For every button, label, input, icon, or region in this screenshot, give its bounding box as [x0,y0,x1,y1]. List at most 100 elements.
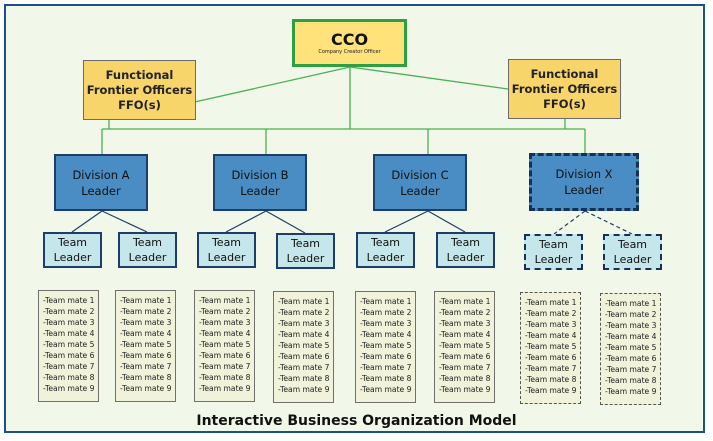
team-leader-label-2: Leader [207,251,246,264]
team-mate-item: -Team mate 4 [525,331,577,340]
division-x-name: Division X [555,167,613,181]
division-a-role: Leader [81,183,121,198]
team-mate-item: -Team mate 3 [199,318,251,327]
team-leader-x2[interactable]: Team Leader [603,234,662,270]
team-mate-item: -Team mate 9 [120,384,172,393]
team-leader-c1[interactable]: Team Leader [356,232,415,268]
team-mate-item: -Team mate 8 [43,373,95,382]
team-mate-item: -Team mate 7 [199,362,251,371]
team-leader-b2[interactable]: Team Leader [276,233,335,269]
ffo-box-right[interactable]: Functional Frontier Officers FFO(s) [508,59,621,119]
division-c-box[interactable]: Division C Leader [373,154,467,211]
team-mate-item: -Team mate 2 [199,307,251,316]
team-mate-item: -Team mate 3 [525,320,577,329]
diagram-caption: Interactive Business Organization Model [196,413,517,429]
division-a-to-leader-2-line [101,210,148,233]
team-mate-item: -Team mate 6 [120,351,172,360]
team-mate-item: -Team mate 6 [360,352,412,361]
team-leader-label-1: Team [450,236,481,249]
team-leader-a1[interactable]: Team Leader [43,232,102,268]
team-mate-item: -Team mate 3 [360,319,412,328]
team-leader-label-2: Leader [128,251,167,264]
team-mate-item: -Team mate 3 [43,318,95,327]
team-mate-item: -Team mate 9 [605,387,657,396]
team-mate-item: -Team mate 6 [43,351,95,360]
division-c-to-leader-2-line [427,210,466,233]
team-mate-list-x2: -Team mate 1 -Team mate 2 -Team mate 3 -… [600,293,661,405]
team-leader-label-1: Team [211,236,242,249]
ffo-left-line-2: Frontier Officers [86,82,193,97]
team-leader-label-1: Team [290,237,321,250]
division-a-to-leader-1-line [71,210,103,233]
cco-to-ffo-right-line [349,66,509,90]
team-mate-list-b1: -Team mate 1 -Team mate 2 -Team mate 3 -… [194,290,255,402]
team-mate-item: -Team mate 7 [278,363,330,372]
team-mate-item: -Team mate 8 [278,374,330,383]
division-a-box[interactable]: Division A Leader [54,154,148,211]
team-mate-item: -Team mate 3 [439,319,491,328]
team-leader-c2[interactable]: Team Leader [436,232,495,268]
team-mate-item: -Team mate 2 [525,309,577,318]
team-mate-list-a2: -Team mate 1 -Team mate 2 -Team mate 3 -… [115,290,176,402]
team-mate-list-a1: -Team mate 1 -Team mate 2 -Team mate 3 -… [38,290,99,402]
team-mate-item: -Team mate 4 [605,332,657,341]
team-mate-item: -Team mate 5 [360,341,412,350]
team-mate-item: -Team mate 5 [43,340,95,349]
team-leader-label-1: Team [370,236,401,249]
team-mate-item: -Team mate 1 [43,296,95,305]
team-mate-item: -Team mate 7 [360,363,412,372]
cco-title: CCO [330,29,369,49]
team-leader-label-2: Leader [613,253,652,266]
team-leader-label-2: Leader [53,251,92,264]
team-leader-label-2: Leader [534,253,573,266]
team-mate-list-c1: -Team mate 1 -Team mate 2 -Team mate 3 -… [355,291,416,403]
ffo-box-left[interactable]: Functional Frontier Officers FFO(s) [83,60,196,120]
team-mate-item: -Team mate 8 [199,373,251,382]
team-mate-item: -Team mate 2 [360,308,412,317]
division-c-name: Division C [391,167,449,182]
team-mate-item: -Team mate 5 [120,340,172,349]
team-leader-label-2: Leader [366,251,405,264]
team-mate-item: -Team mate 5 [439,341,491,350]
cco-box[interactable]: CCO Company Creator Officer [292,19,407,67]
team-mate-item: -Team mate 8 [439,374,491,383]
team-mate-item: -Team mate 1 [605,299,657,308]
team-mate-item: -Team mate 2 [605,310,657,319]
division-b-name: Division B [231,167,289,182]
team-mate-item: -Team mate 1 [525,298,577,307]
team-mate-item: -Team mate 7 [43,362,95,371]
division-b-box[interactable]: Division B Leader [213,154,307,211]
team-mate-item: -Team mate 8 [525,375,577,384]
team-leader-label-1: Team [538,238,569,251]
team-leader-a2[interactable]: Team Leader [118,232,177,268]
ffo-left-line-3: FFO(s) [118,97,161,112]
team-mate-item: -Team mate 2 [439,308,491,317]
team-leader-x1[interactable]: Team Leader [524,234,583,270]
team-leader-label-1: Team [617,238,648,251]
cco-to-ffo-left-line [167,66,351,109]
team-mate-item: -Team mate 2 [120,307,172,316]
team-mate-item: -Team mate 3 [120,318,172,327]
team-mate-item: -Team mate 8 [605,376,657,385]
team-mate-item: -Team mate 2 [43,307,95,316]
team-leader-label-2: Leader [286,252,325,265]
team-mate-item: -Team mate 5 [525,342,577,351]
team-mate-item: -Team mate 1 [360,297,412,306]
team-mate-item: -Team mate 5 [605,343,657,352]
division-a-name: Division A [72,167,130,182]
team-leader-b1[interactable]: Team Leader [197,232,256,268]
team-mate-item: -Team mate 9 [278,385,330,394]
ffo-right-line-3: FFO(s) [543,96,586,111]
division-b-to-leader-2-line [265,210,306,234]
team-mate-item: -Team mate 3 [605,321,657,330]
team-mate-item: -Team mate 2 [278,308,330,317]
team-mate-item: -Team mate 4 [43,329,95,338]
team-mate-item: -Team mate 4 [199,329,251,338]
team-mate-item: -Team mate 8 [360,374,412,383]
team-mate-item: -Team mate 3 [278,319,330,328]
team-mate-item: -Team mate 7 [439,363,491,372]
team-leader-label-2: Leader [446,251,485,264]
division-b-to-leader-1-line [225,210,267,233]
division-x-box[interactable]: Division X Leader [529,153,639,211]
